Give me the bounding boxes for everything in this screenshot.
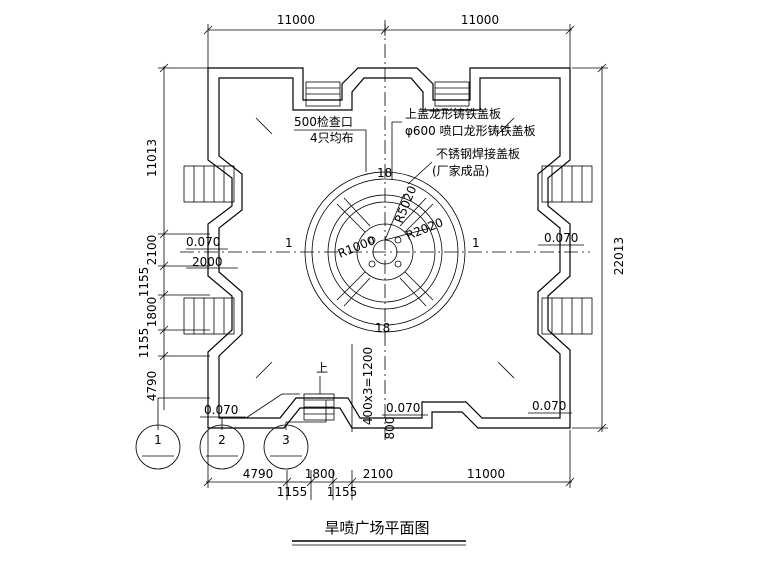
dim-left-2100: 2100 <box>145 235 159 266</box>
callout-3-label: 3 <box>282 433 290 447</box>
bottom-dimension-line <box>203 430 575 500</box>
level-bottom-mid: 0.070 <box>386 401 420 415</box>
callout-2-label: 2 <box>218 433 226 447</box>
drawing-title: 旱喷广场平面图 <box>324 519 429 537</box>
dim-left-1155-a: 1155 <box>137 267 151 298</box>
steps-top-right <box>434 81 470 107</box>
dim-vertical-800: 800 <box>383 417 397 440</box>
top-dimension-line <box>203 24 575 68</box>
callout-2 <box>199 393 300 470</box>
note-up: 上 <box>316 361 328 375</box>
arrow-ne <box>497 117 515 135</box>
steps-top-left <box>305 81 341 107</box>
dim-vertical-1200: 400x3=1200 <box>361 347 375 425</box>
section-18-top: 18 <box>377 166 392 180</box>
dim-bottom-4790: 4790 <box>243 467 274 481</box>
plaza-outer-wall <box>207 67 571 429</box>
fountain-circle <box>304 171 466 333</box>
right-dimension-line <box>572 63 608 433</box>
steps-left-lower <box>183 297 235 335</box>
dim-top-right: 11000 <box>461 13 499 27</box>
note-inspection-line2: 4只均布 <box>310 131 354 145</box>
section-1-left: 1 <box>285 236 293 250</box>
radius-r5020: R5020 <box>392 184 420 225</box>
callout-3 <box>263 400 327 470</box>
dim-bottom-1155-a: 1155 <box>277 485 308 499</box>
section-1-right: 1 <box>472 236 480 250</box>
dim-bottom-1800: 1800 <box>305 467 336 481</box>
dim-bottom-1155-b: 1155 <box>327 485 358 499</box>
dim-bottom-2100: 2100 <box>363 467 394 481</box>
dim-top-left: 11000 <box>277 13 315 27</box>
radius-r1000: R1000 <box>336 233 377 261</box>
steps-bottom <box>303 393 335 421</box>
arrow-sw <box>255 361 273 379</box>
callout-1 <box>135 397 210 470</box>
note-steel-line2: (厂家成品) <box>432 163 489 178</box>
dim-inner-2000: 2000 <box>192 255 223 269</box>
callout-1-label: 1 <box>154 433 162 447</box>
level-bottom-right: 0.070 <box>532 399 566 413</box>
dim-left-4790: 4790 <box>145 371 159 402</box>
steps-right-upper <box>541 165 593 203</box>
arrow-se <box>497 361 515 379</box>
dim-right-total: 22013 <box>612 237 626 275</box>
note-cover-line1: 上盖龙形铸铁盖板 <box>405 106 501 121</box>
level-left: 0.070 <box>186 235 220 249</box>
level-bottom-left: 0.070 <box>204 403 238 417</box>
dim-bottom-11000: 11000 <box>467 467 505 481</box>
radius-r2020: R2020 <box>404 215 445 243</box>
level-right: 0.070 <box>544 231 578 245</box>
note-inspection-line1: 500检查口 <box>294 114 353 129</box>
steps-right-lower <box>541 297 593 335</box>
note-steel-line1: 不锈钢焊接盖板 <box>436 146 520 161</box>
dim-left-top: 11013 <box>145 139 159 177</box>
note-cover-line2: φ600 喷口龙形铸铁盖板 <box>405 123 536 138</box>
dim-left-1155-b: 1155 <box>137 328 151 359</box>
steps-left-upper <box>183 165 235 203</box>
arrow-nw <box>255 117 273 135</box>
dim-left-1800: 1800 <box>145 297 159 328</box>
section-18-bottom: 18 <box>375 321 390 335</box>
plaza-inner-wall <box>218 77 561 419</box>
